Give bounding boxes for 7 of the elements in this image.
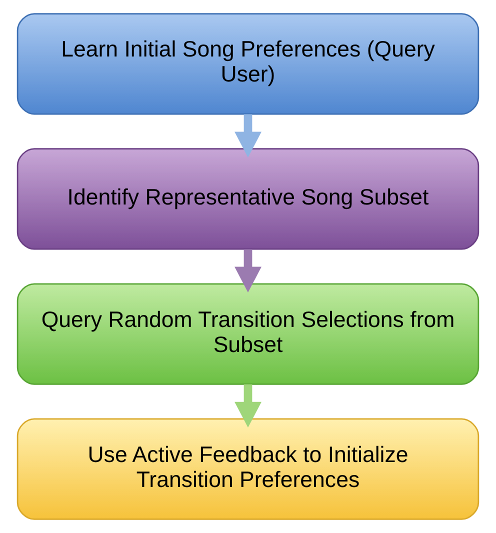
node-box: Query Random Transition Selections from Subset [16, 283, 480, 385]
node-box: Use Active Feedback to Initialize Transition Preferences [16, 418, 480, 520]
node-box: Identify Representative Song Subset [16, 148, 480, 250]
arrow [234, 114, 262, 158]
node-box: Learn Initial Song Preferences (Query User) [16, 13, 480, 115]
arrow [234, 384, 262, 428]
arrow [234, 249, 262, 292]
